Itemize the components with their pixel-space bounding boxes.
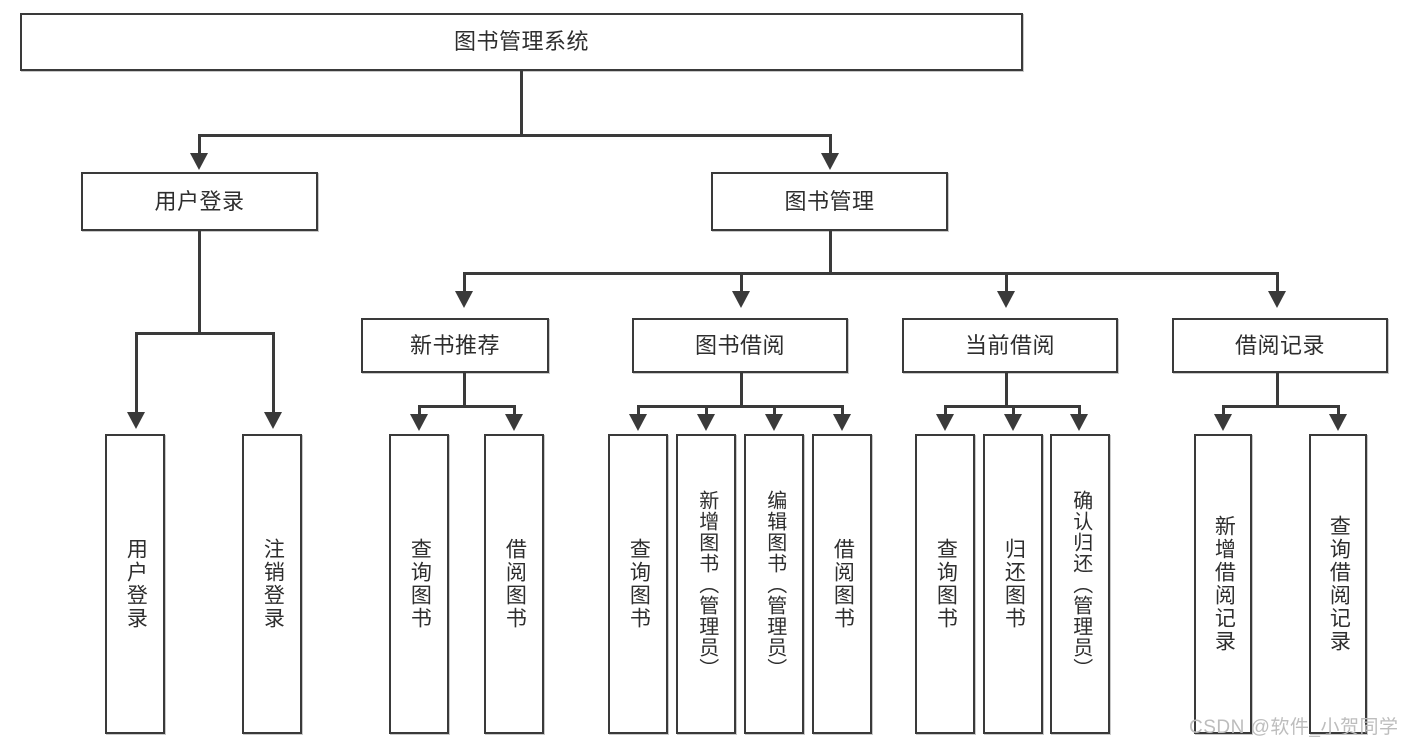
leaf-book-borrow-edit[interactable]: 编辑图书（管理员） bbox=[744, 434, 804, 734]
arrowhead-user-login-right bbox=[264, 412, 282, 429]
arrowhead-new-book-left bbox=[410, 414, 428, 431]
arrowhead-new-book-right bbox=[505, 414, 523, 431]
node-label: 编辑图书（管理员） bbox=[763, 489, 786, 679]
node-label: 查询借阅记录 bbox=[1327, 515, 1351, 653]
node-label: 用户登录 bbox=[124, 538, 148, 630]
connector-new-book-left bbox=[418, 405, 421, 417]
node-label: 用户登录 bbox=[154, 188, 245, 214]
node-label: 借阅图书 bbox=[831, 538, 855, 630]
arrowhead-borrow-record-right bbox=[1329, 414, 1347, 431]
arrowhead-current-borrow-c1 bbox=[936, 414, 954, 431]
connector-current-borrow-c2 bbox=[1012, 405, 1015, 417]
node-book-management[interactable]: 图书管理 bbox=[711, 172, 948, 231]
connector-root-to-book-mgmt bbox=[829, 134, 832, 156]
connector-borrow-record-left bbox=[1222, 405, 1225, 417]
connector-book-mgmt-bus bbox=[463, 272, 1278, 275]
node-label: 新增图书（管理员） bbox=[695, 489, 718, 679]
connector-book-borrow-c1 bbox=[637, 405, 640, 417]
arrowhead-root-to-user-login bbox=[190, 153, 208, 170]
connector-book-borrow-c4 bbox=[841, 405, 844, 417]
connector-user-login-left bbox=[135, 332, 138, 415]
connector-root-bus bbox=[198, 134, 832, 137]
arrowhead-book-mgmt-to-new-book bbox=[455, 291, 473, 308]
arrowhead-current-borrow-c3 bbox=[1070, 414, 1088, 431]
connector-new-book-right bbox=[513, 405, 516, 417]
arrowhead-book-mgmt-to-current bbox=[997, 291, 1015, 308]
node-user-login[interactable]: 用户登录 bbox=[81, 172, 318, 231]
connector-user-login-bus bbox=[135, 332, 275, 335]
arrowhead-user-login-left bbox=[127, 412, 145, 429]
arrowhead-book-borrow-c4 bbox=[833, 414, 851, 431]
leaf-current-borrow-return[interactable]: 归还图书 bbox=[983, 434, 1043, 734]
arrowhead-current-borrow-c2 bbox=[1004, 414, 1022, 431]
arrowhead-book-mgmt-to-record bbox=[1268, 291, 1286, 308]
connector-book-mgmt-to-record bbox=[1276, 272, 1279, 294]
connector-book-mgmt-to-current bbox=[1005, 272, 1008, 294]
connector-book-borrow-stem bbox=[740, 373, 743, 407]
node-label: 借阅记录 bbox=[1234, 332, 1325, 358]
node-label: 注销登录 bbox=[261, 538, 285, 630]
node-label: 归还图书 bbox=[1002, 538, 1026, 630]
node-label: 确认归还（管理员） bbox=[1069, 489, 1092, 679]
leaf-book-borrow-lend[interactable]: 借阅图书 bbox=[812, 434, 872, 734]
node-label: 图书管理 bbox=[784, 188, 875, 214]
node-label: 当前借阅 bbox=[964, 332, 1055, 358]
leaf-book-borrow-add[interactable]: 新增图书（管理员） bbox=[676, 434, 736, 734]
connector-new-book-stem bbox=[463, 373, 466, 407]
node-label: 查询图书 bbox=[408, 538, 432, 630]
node-label: 图书管理系统 bbox=[453, 29, 589, 55]
arrowhead-root-to-book-mgmt bbox=[821, 153, 839, 170]
node-label: 图书借阅 bbox=[694, 332, 785, 358]
connector-current-borrow-stem bbox=[1005, 373, 1008, 407]
arrowhead-book-borrow-c1 bbox=[629, 414, 647, 431]
connector-book-mgmt-to-new-book bbox=[463, 272, 466, 294]
connector-borrow-record-bus bbox=[1222, 405, 1340, 408]
connector-current-borrow-c1 bbox=[944, 405, 947, 417]
connector-book-borrow-c2 bbox=[705, 405, 708, 417]
node-book-borrow[interactable]: 图书借阅 bbox=[632, 318, 848, 373]
leaf-new-book-borrow[interactable]: 借阅图书 bbox=[484, 434, 544, 734]
connector-root-stem bbox=[520, 71, 523, 136]
arrowhead-book-borrow-c2 bbox=[697, 414, 715, 431]
arrowhead-book-mgmt-to-borrow bbox=[732, 291, 750, 308]
leaf-borrow-record-add[interactable]: 新增借阅记录 bbox=[1194, 434, 1252, 734]
connector-book-borrow-c3 bbox=[773, 405, 776, 417]
node-label: 新书推荐 bbox=[409, 332, 500, 358]
node-label: 新增借阅记录 bbox=[1212, 515, 1236, 653]
connector-root-to-user-login bbox=[198, 134, 201, 156]
connector-current-borrow-c3 bbox=[1078, 405, 1081, 417]
connector-book-mgmt-stem bbox=[829, 231, 832, 275]
node-borrow-record[interactable]: 借阅记录 bbox=[1172, 318, 1388, 373]
connector-new-book-bus bbox=[418, 405, 516, 408]
connector-book-mgmt-to-borrow bbox=[740, 272, 743, 294]
arrowhead-borrow-record-left bbox=[1214, 414, 1232, 431]
leaf-borrow-record-query[interactable]: 查询借阅记录 bbox=[1309, 434, 1367, 734]
leaf-book-borrow-query[interactable]: 查询图书 bbox=[608, 434, 668, 734]
connector-book-borrow-bus bbox=[637, 405, 843, 408]
leaf-current-borrow-query[interactable]: 查询图书 bbox=[915, 434, 975, 734]
node-label: 借阅图书 bbox=[503, 538, 527, 630]
leaf-user-login-signout[interactable]: 注销登录 bbox=[242, 434, 302, 734]
node-new-book-recommend[interactable]: 新书推荐 bbox=[361, 318, 549, 373]
node-label: 查询图书 bbox=[934, 538, 958, 630]
leaf-user-login-signin[interactable]: 用户登录 bbox=[105, 434, 165, 734]
connector-borrow-record-stem bbox=[1276, 373, 1279, 407]
connector-borrow-record-right bbox=[1337, 405, 1340, 417]
node-label: 查询图书 bbox=[627, 538, 651, 630]
arrowhead-book-borrow-c3 bbox=[765, 414, 783, 431]
node-current-borrow[interactable]: 当前借阅 bbox=[902, 318, 1118, 373]
leaf-new-book-query[interactable]: 查询图书 bbox=[389, 434, 449, 734]
connector-user-login-right bbox=[272, 332, 275, 415]
connector-user-login-stem bbox=[198, 231, 201, 335]
leaf-current-borrow-confirm[interactable]: 确认归还（管理员） bbox=[1050, 434, 1110, 734]
node-root-system[interactable]: 图书管理系统 bbox=[20, 13, 1023, 71]
watermark-text: CSDN @软件_小贺同学 bbox=[1189, 717, 1399, 738]
